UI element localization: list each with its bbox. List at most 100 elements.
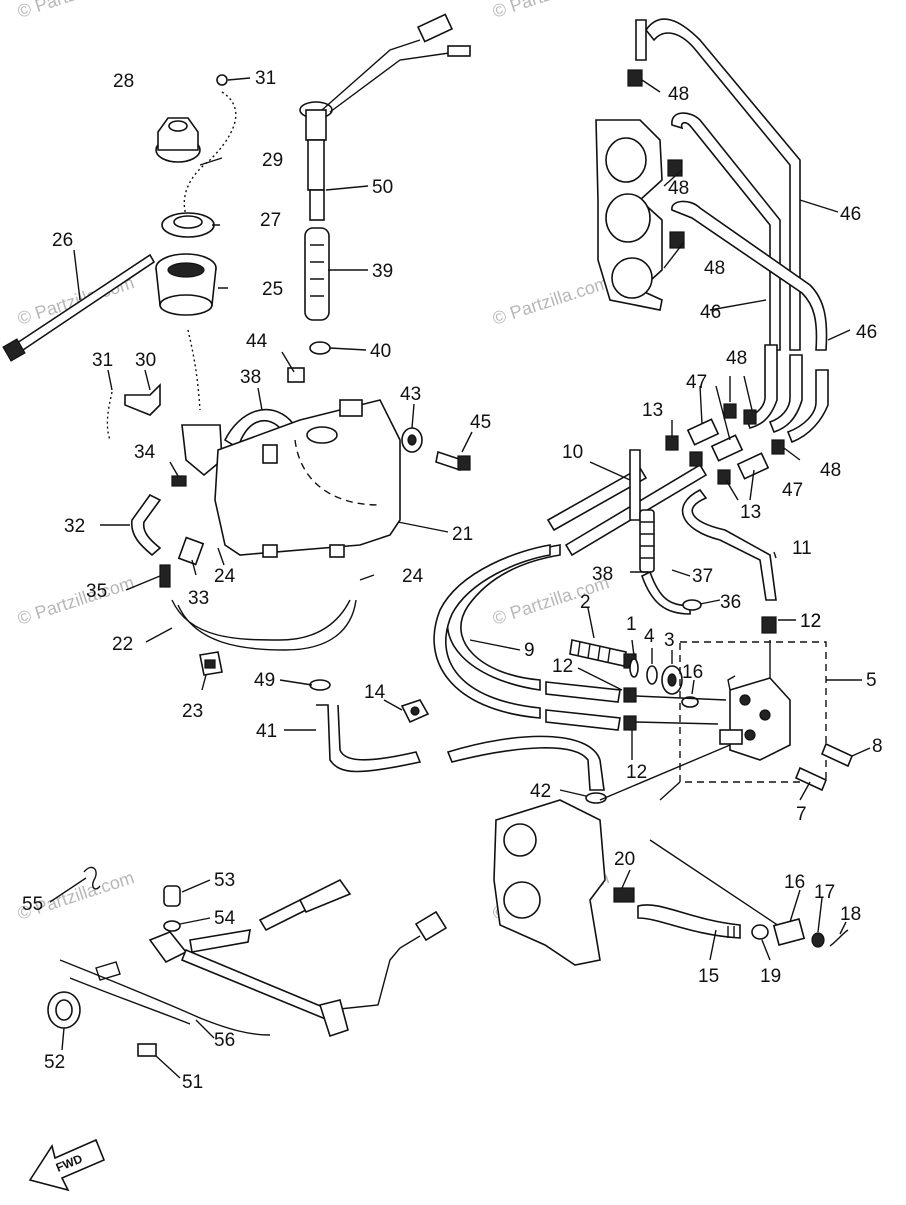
retaining-chain [183, 91, 237, 216]
pump-group-box [679, 641, 827, 783]
filler-cap [155, 117, 201, 163]
clamp-13c [717, 469, 731, 485]
clamp-12c [761, 616, 777, 634]
watermark-2: © Partzilla.com [490, 272, 612, 329]
plug-33 [177, 536, 205, 566]
callout-label: 46 [840, 204, 861, 225]
callout-label: 52 [44, 1052, 65, 1073]
callout-label: 51 [182, 1072, 203, 1093]
callout-label: 26 [52, 230, 73, 251]
hose-41 [316, 704, 422, 773]
wiring-harness [59, 878, 448, 1038]
callout-label: 25 [262, 279, 283, 300]
callout-label: 16 [784, 872, 805, 893]
callout-label: 44 [246, 331, 268, 352]
vent-hoses-46 [635, 18, 829, 444]
forward-arrow: FWD [28, 1138, 106, 1192]
callout-label: 12 [552, 656, 573, 677]
callout-label: 12 [800, 611, 821, 632]
callout-label: 8 [872, 736, 883, 757]
callout-label: 33 [188, 588, 209, 609]
leader-pump-lower [599, 744, 801, 941]
callout-label: 38 [240, 367, 261, 388]
callout-label: 29 [262, 150, 283, 171]
hose-41-long [446, 735, 605, 791]
callout-label: 17 [814, 882, 835, 903]
leader-clamps [635, 695, 727, 725]
callout-label: 14 [364, 682, 386, 703]
clamp-13b [689, 451, 703, 467]
callout-label: 24 [402, 566, 424, 587]
callout-label: 45 [470, 412, 491, 433]
clip-48f [771, 439, 785, 455]
level-sensor [299, 13, 471, 355]
pump-bolt-7 [794, 766, 828, 792]
check-valve-47c [736, 452, 770, 480]
callout-label: 35 [86, 581, 107, 602]
callout-label: 27 [260, 210, 281, 231]
hose-15-end [727, 926, 735, 938]
chain-clip [124, 383, 161, 416]
screw-53 [163, 885, 181, 907]
callout-label: 31 [92, 350, 113, 371]
callout-label: 42 [530, 781, 551, 802]
callout-label: 38 [592, 564, 613, 585]
corrugated-hose-38 [639, 509, 691, 615]
callout-label: 15 [698, 966, 719, 987]
washer-19 [751, 924, 769, 940]
clip-23 [199, 651, 223, 676]
callout-label: 3 [664, 630, 675, 651]
oil-pump [719, 640, 791, 761]
o-ring-6 [681, 696, 699, 708]
callout-label: 21 [452, 524, 473, 545]
callout-label: 22 [112, 634, 133, 655]
callout-label: 1 [626, 614, 637, 635]
clip-48b [667, 159, 683, 177]
drain-hose [130, 493, 162, 557]
grommet-52 [47, 991, 81, 1029]
clip-49 [309, 679, 331, 691]
callout-label: 34 [134, 442, 156, 463]
label-plate-51 [137, 1043, 157, 1057]
callout-label: 28 [113, 71, 134, 92]
callout-label: 19 [760, 966, 781, 987]
fitting-20 [613, 887, 635, 903]
cable-tie [2, 253, 156, 362]
callout-label: 48 [726, 348, 747, 369]
callout-label: 11 [792, 538, 812, 559]
callout-label: 43 [400, 384, 421, 405]
callout-label: 32 [64, 516, 85, 537]
callout-label: 39 [372, 261, 393, 282]
leader-lines [49, 77, 871, 1079]
callout-label: 56 [214, 1030, 235, 1051]
fitting-34 [171, 475, 187, 487]
callout-label: 48 [820, 460, 841, 481]
fitting-16 [772, 917, 806, 947]
filler-neck [155, 253, 217, 316]
callout-label: 55 [22, 894, 43, 915]
callout-label: 13 [740, 502, 761, 523]
check-valve-47b [710, 434, 744, 462]
callout-label: 23 [182, 701, 203, 722]
lower-chain [106, 329, 201, 441]
hose-9 [433, 544, 621, 731]
check-valve-47a [686, 418, 720, 446]
clamp-13a [665, 435, 679, 451]
clip-48a [627, 69, 643, 87]
watermark-3: © Partzilla.com [15, 572, 137, 629]
clip-55 [83, 866, 101, 890]
filler-neck-gasket [161, 212, 215, 238]
grommet [401, 427, 423, 453]
callout-label: 47 [686, 372, 707, 393]
pump-bolt-8 [820, 742, 854, 768]
callout-label: 13 [642, 400, 663, 421]
callout-labels: 28 31 29 27 26 25 31 30 38 34 32 35 33 2… [22, 68, 883, 1093]
seal-3 [661, 665, 683, 695]
callout-label: 54 [214, 908, 236, 929]
hose-15 [637, 904, 741, 939]
clamp-12a [623, 687, 637, 703]
callout-label: 53 [214, 870, 235, 891]
clamp-14 [400, 699, 430, 724]
